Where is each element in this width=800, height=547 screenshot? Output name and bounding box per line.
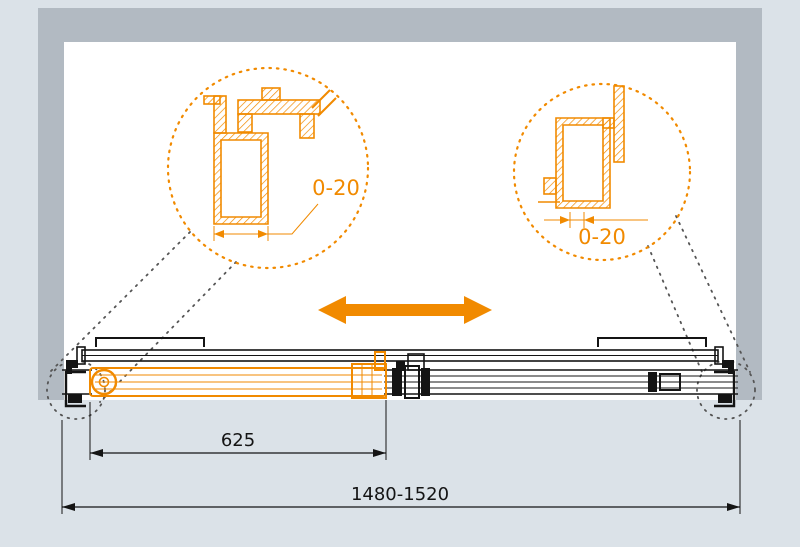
detail-circle-right xyxy=(512,82,692,262)
dim-arrow-icon xyxy=(90,449,103,457)
door-assembly xyxy=(62,337,738,408)
callout-leaders xyxy=(46,215,756,420)
dim-arrow-icon xyxy=(62,503,75,511)
dimension-door-panel: 625 xyxy=(89,400,387,460)
handle xyxy=(648,372,681,392)
roller-wheel-icon xyxy=(90,368,118,396)
wall-profile-left xyxy=(64,360,86,408)
callout-leader-left-a xyxy=(49,231,191,373)
overall-width-label: 1480-1520 xyxy=(351,484,449,505)
right-adjustment-label: 0-20 xyxy=(578,225,626,249)
dim-arrow-icon xyxy=(214,230,224,238)
dim-arrow-icon xyxy=(373,449,386,457)
wall-profile-section-left xyxy=(203,87,337,225)
callout-leader-right-a xyxy=(647,245,703,373)
sliding-panel xyxy=(89,363,387,399)
wall-bracket-left xyxy=(95,337,205,347)
adjustment-dimension-left: 0-20 xyxy=(213,176,360,241)
right-detail-callout: 0-20 xyxy=(512,82,692,262)
slide-direction-arrow-icon xyxy=(318,296,492,324)
dim-arrow-icon xyxy=(258,230,268,238)
dim-arrow-icon xyxy=(560,216,570,224)
left-detail-callout: 0-20 xyxy=(166,66,370,270)
detail-circle-left xyxy=(166,66,370,270)
roller-hardware xyxy=(392,365,430,399)
hanger-black xyxy=(396,361,405,371)
left-adjustment-label: 0-20 xyxy=(312,176,360,200)
door-panel-width-label: 625 xyxy=(221,430,255,451)
dim-arrow-icon xyxy=(727,503,740,511)
wall-profile-section-right xyxy=(538,85,625,209)
callout-leader-right-b xyxy=(675,215,751,373)
hanger-orange xyxy=(374,351,386,371)
wall-bracket-right xyxy=(597,337,707,347)
drawing-area xyxy=(64,42,736,400)
dimension-overall-width: 1480-1520 xyxy=(61,420,741,514)
adjustment-dimension-right: 0-20 xyxy=(544,212,648,249)
callout-leader-left-b xyxy=(99,261,237,403)
wall-profile-right xyxy=(714,360,736,408)
dim-arrow-icon xyxy=(584,216,594,224)
